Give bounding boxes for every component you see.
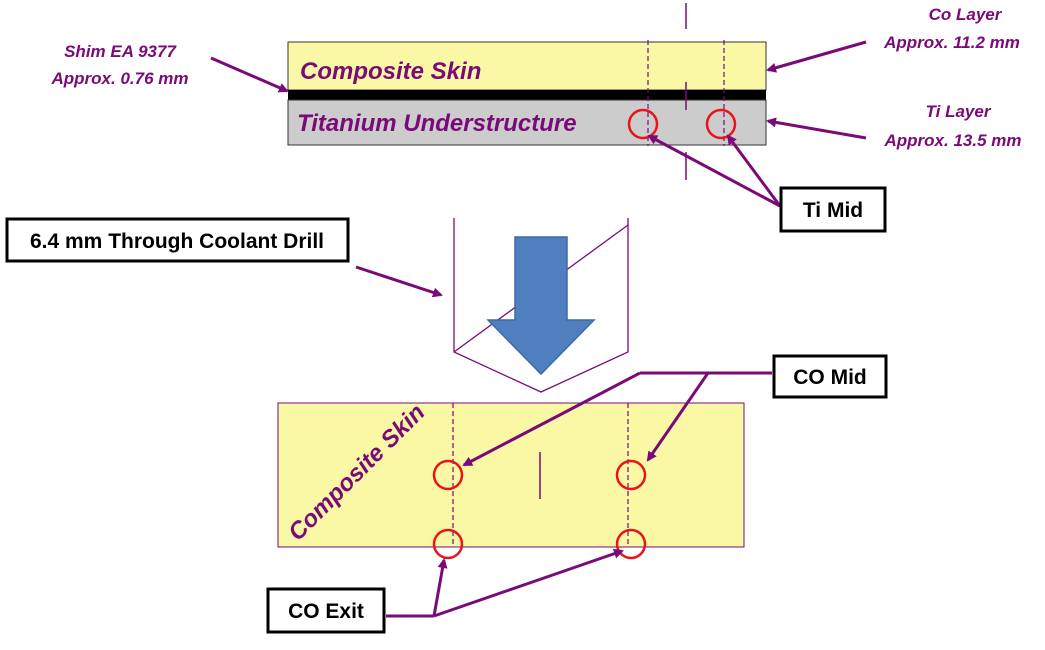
co-mid-box: [772, 354, 888, 399]
drill-callout: 6.4 mm Through Coolant Drill: [5, 217, 443, 298]
ti-layer-line2: Approx. 13.5 mm: [884, 131, 1022, 150]
ti-mid-arrow-left: [647, 134, 781, 208]
drill-callout-arrow: [355, 265, 443, 298]
co-layer-line2: Approx. 11.2 mm: [883, 33, 1020, 52]
co-exit-marker-left: [432, 528, 464, 560]
composite-panel: [277, 402, 745, 548]
drill-label: 6.4 mm Through Coolant Drill: [30, 230, 324, 253]
shim-callout-line2: Approx. 0.76 mm: [51, 69, 189, 88]
shim-callout-arrow: [210, 56, 289, 93]
top-cross-section: Composite Skin Titanium Understructure: [287, 3, 767, 180]
shim-callout-line1: Shim EA 9377: [64, 42, 177, 61]
co-mid-arrow-left: [462, 371, 641, 467]
co-mid-label: CO Mid: [793, 366, 867, 389]
ti-layer-line1: Ti Layer: [926, 102, 992, 121]
co-exit-arrow-right: [433, 548, 624, 618]
ti-mid-label: Ti Mid: [803, 199, 863, 222]
co-exit-box: [266, 587, 386, 634]
drill-box: [5, 217, 350, 263]
co-mid-arrow-right: [646, 372, 710, 462]
co-mid-callout: CO Mid: [462, 354, 888, 467]
ti-layer-callout: Ti Layer Approx. 13.5 mm: [766, 102, 1022, 150]
bottom-panel: Composite Skin: [277, 399, 745, 560]
co-mid-marker-left: [432, 459, 464, 491]
composite-skin-label: Composite Skin: [300, 58, 481, 85]
co-exit-arrow-left: [432, 558, 448, 617]
ti-mid-callout: Ti Mid: [647, 134, 887, 233]
ti-mid-marker-right: [705, 108, 737, 140]
co-exit-label: CO Exit: [288, 600, 364, 623]
titanium-understructure-label: Titanium Understructure: [297, 110, 577, 137]
shim-layer: [288, 90, 766, 100]
ti-mid-box: [779, 186, 887, 233]
ti-mid-marker-left: [627, 108, 659, 140]
drill-tool: [453, 218, 629, 393]
co-layer-callout: Co Layer Approx. 11.2 mm: [766, 5, 1020, 73]
shim-callout: Shim EA 9377 Approx. 0.76 mm: [51, 42, 289, 93]
drill-outline: [453, 218, 629, 393]
co-layer-arrow: [766, 40, 867, 73]
co-mid-marker-right: [615, 459, 647, 491]
co-exit-callout: CO Exit: [266, 548, 624, 634]
ti-mid-arrow-right: [726, 134, 782, 207]
ti-layer-arrow: [766, 117, 867, 140]
down-arrow-icon: [486, 236, 596, 376]
co-layer-line1: Co Layer: [929, 5, 1003, 24]
co-exit-marker-right: [615, 528, 647, 560]
